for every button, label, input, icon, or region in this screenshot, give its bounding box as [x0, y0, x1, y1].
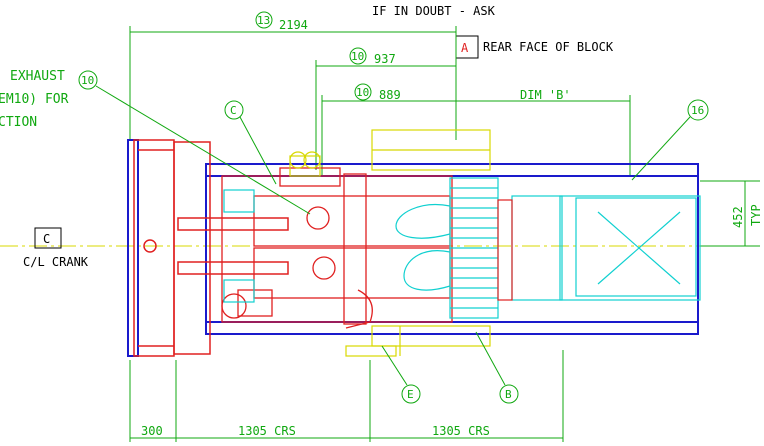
exhaust-note-line-1: EXHAUST [10, 69, 65, 84]
dimension-937-balloon: 10 [351, 50, 364, 63]
reference-c-text: C/L CRANK [23, 255, 89, 269]
e-bottom-leader [381, 345, 421, 404]
dimension-452-value: 452 [731, 206, 745, 228]
dimension-889-value: 889 [379, 88, 401, 102]
c-top-leader [224, 100, 277, 185]
generator-end [133, 139, 289, 357]
bottom-dim-crs-1: 1305 CRS [238, 424, 296, 438]
dimension-b-label: DIM 'B' [520, 88, 571, 102]
bottom-dimensions [129, 350, 564, 442]
reference-a-letter: A [461, 41, 469, 55]
dimension-452-typ: TYP [749, 204, 763, 226]
radiator-side-bar [497, 199, 513, 301]
dimension-452 [700, 180, 760, 247]
housing-outline [289, 129, 491, 357]
b16-balloon-number: 16 [691, 104, 704, 117]
e-bottom-balloon-letter: E [407, 388, 414, 401]
bottom-dim-300: 300 [141, 424, 163, 438]
reference-c: C C/L CRANK [23, 227, 89, 269]
reference-a-text: REAR FACE OF BLOCK [483, 40, 614, 54]
reference-a: A REAR FACE OF BLOCK [455, 35, 614, 59]
header-note: IF IN DOUBT - ASK [372, 4, 496, 18]
dimension-937-value: 937 [374, 52, 396, 66]
exhaust-balloon-number: 10 [81, 74, 94, 87]
bottom-dim-crs-2: 1305 CRS [432, 424, 490, 438]
engine-block [221, 167, 453, 329]
exhaust-note-line-2: EM10) FOR [0, 92, 69, 107]
b-bottom-balloon-letter: B [505, 388, 512, 401]
reference-c-letter: C [43, 232, 50, 246]
dimension-889-balloon: 10 [356, 86, 369, 99]
exhaust-note-line-3: CTION [0, 115, 37, 130]
b-bottom-leader [475, 331, 519, 404]
exhaust-note: EXHAUST EM10) FOR CTION [0, 69, 69, 130]
c-top-balloon-letter: C [230, 104, 237, 117]
dimension-889 [321, 83, 456, 175]
exhaust-leader [78, 70, 311, 215]
dimension-2194-value: 2194 [279, 18, 308, 32]
b16-leader [631, 99, 709, 181]
dimension-937 [315, 47, 456, 170]
dimension-2194-balloon: 13 [257, 14, 270, 27]
dimension-2194 [129, 11, 457, 140]
dimension-b [456, 95, 631, 175]
